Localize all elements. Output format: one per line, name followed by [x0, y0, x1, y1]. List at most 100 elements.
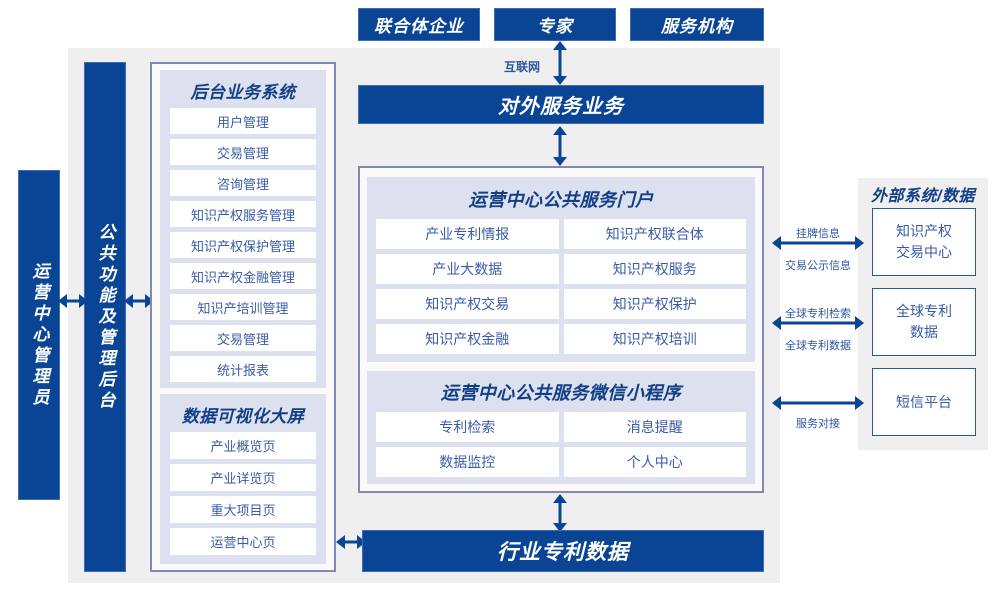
- list-item[interactable]: 产业详览页: [170, 464, 316, 491]
- grid-item[interactable]: 专利检索: [376, 412, 559, 442]
- grid-item-label: 知识产权培训: [612, 331, 697, 347]
- backend-system-title: 后台业务系统: [190, 83, 296, 102]
- left-column-label: 运营中心管理员: [29, 261, 49, 409]
- visualization-board-title: 数据可视化大屏: [181, 407, 305, 426]
- actor-label: 服务机构: [661, 17, 733, 36]
- grid-item[interactable]: 知识产权金融: [376, 324, 559, 354]
- grid-item-label: 专利检索: [439, 419, 496, 435]
- list-item[interactable]: 交易管理: [170, 139, 316, 165]
- list-item-label: 知识产权金融管理: [190, 269, 295, 285]
- internet-arrow: [551, 41, 569, 85]
- list-item-label: 用户管理: [216, 114, 269, 130]
- list-item-label: 运营中心页: [210, 535, 276, 550]
- list-item-label: 交易管理: [216, 331, 269, 347]
- list-item[interactable]: 知识产权保护管理: [170, 232, 316, 258]
- list-item[interactable]: 咨询管理: [170, 170, 316, 196]
- actor-box-0[interactable]: 联合体企业: [358, 8, 480, 41]
- list-item[interactable]: 产业概览页: [170, 432, 316, 459]
- external-system-box-2[interactable]: 短信平台: [872, 368, 976, 436]
- grid-item[interactable]: 知识产权保护: [563, 289, 746, 319]
- grid-item[interactable]: 知识产权培训: [563, 324, 746, 354]
- left-column-label: 公共功能及管理后台: [95, 222, 115, 412]
- grid-item[interactable]: 产业专利情报: [376, 219, 559, 249]
- industry-patent-data-label: 行业专利数据: [497, 541, 629, 564]
- actor-label: 专家: [537, 17, 573, 36]
- backend-to-modules-arrow: [124, 292, 154, 310]
- portal-to-data-arrow: [551, 494, 569, 532]
- industry-patent-data-bar[interactable]: 行业专利数据: [362, 530, 764, 572]
- connector-label-above: 挂牌信息: [796, 228, 840, 240]
- external-system-label-line1: 知识产权: [896, 223, 952, 239]
- mini-program-title: 运营中心公共服务微信小程序: [440, 383, 682, 403]
- list-item[interactable]: 重大项目页: [170, 496, 316, 523]
- list-item[interactable]: 知识产培训管理: [170, 294, 316, 320]
- modules-to-data-arrow: [336, 533, 366, 551]
- external-system-label-line1: 短信平台: [896, 393, 952, 410]
- connector-label-below: 服务对接: [796, 418, 840, 430]
- list-item-label: 产业详览页: [210, 471, 276, 486]
- list-item-label: 交易管理: [216, 145, 269, 161]
- grid-item-label: 产业大数据: [432, 261, 503, 277]
- external-system-box-0[interactable]: 知识产权 交易中心: [872, 208, 976, 276]
- grid-item[interactable]: 知识产权服务: [563, 254, 746, 284]
- external-connector-arrow-0: [772, 234, 864, 252]
- external-system-label-line1: 全球专利: [896, 303, 952, 319]
- service-to-portal-arrow: [551, 126, 569, 166]
- actor-box-2[interactable]: 服务机构: [630, 8, 764, 41]
- connector-label-below: 交易公示信息: [785, 260, 851, 272]
- external-systems-title: 外部系统/数据: [871, 188, 975, 205]
- mini-program-group: 运营中心公共服务微信小程序 专利检索 消息提醒 数据监控 个人中心: [367, 371, 755, 484]
- actor-label: 联合体企业: [374, 17, 464, 36]
- actor-box-1[interactable]: 专家: [494, 8, 616, 41]
- operator-to-backend-arrow: [58, 292, 88, 310]
- list-item-label: 咨询管理: [216, 176, 269, 192]
- visualization-board-list: 产业概览页 产业详览页 重大项目页 运营中心页: [160, 427, 326, 555]
- grid-item[interactable]: 知识产权联合体: [563, 219, 746, 249]
- external-system-box-1[interactable]: 全球专利 数据: [872, 288, 976, 356]
- grid-item-label: 知识产权联合体: [605, 226, 704, 242]
- left-column-admin-backend[interactable]: 公共功能及管理后台: [84, 62, 126, 572]
- grid-item-label: 知识产权交易: [425, 296, 510, 312]
- connector-label-below: 全球专利数据: [785, 340, 851, 352]
- external-system-label-line2: 数据: [910, 324, 938, 340]
- left-column-operator[interactable]: 运营中心管理员: [18, 170, 60, 500]
- list-item[interactable]: 交易管理: [170, 325, 316, 351]
- grid-item-label: 知识产权金融: [425, 331, 510, 347]
- list-item[interactable]: 知识产权服务管理: [170, 201, 316, 227]
- list-item[interactable]: 统计报表: [170, 356, 316, 382]
- public-portal-title: 运营中心公共服务门户: [468, 190, 654, 210]
- external-service-label: 对外服务业务: [498, 96, 624, 118]
- grid-item-label: 数据监控: [439, 454, 496, 470]
- grid-item[interactable]: 产业大数据: [376, 254, 559, 284]
- list-item-label: 统计报表: [216, 362, 269, 378]
- internet-label: 互联网: [503, 60, 540, 74]
- list-item[interactable]: 知识产权金融管理: [170, 263, 316, 289]
- public-portal-grid: 产业专利情报 知识产权联合体 产业大数据 知识产权服务 知识产权交易 知识产权保…: [367, 212, 755, 354]
- grid-item-label: 知识产权保护: [612, 296, 697, 312]
- grid-item-label: 消息提醒: [626, 419, 683, 435]
- external-system-label-line2: 交易中心: [896, 244, 952, 260]
- grid-item[interactable]: 个人中心: [563, 447, 746, 477]
- external-connector-arrow-1: [772, 314, 864, 332]
- list-item-label: 知识产培训管理: [197, 300, 289, 316]
- grid-item-label: 知识产权服务: [612, 261, 697, 277]
- external-connector-arrow-2: [772, 394, 864, 412]
- grid-item-label: 产业专利情报: [425, 226, 510, 242]
- list-item[interactable]: 用户管理: [170, 108, 316, 134]
- visualization-board-group: 数据可视化大屏 产业概览页 产业详览页 重大项目页 运营中心页: [160, 394, 326, 564]
- list-item-label: 重大项目页: [210, 503, 276, 518]
- backend-system-group: 后台业务系统 用户管理 交易管理 咨询管理 知识产权服务管理 知识产权保护管理 …: [160, 70, 326, 388]
- public-portal-group: 运营中心公共服务门户 产业专利情报 知识产权联合体 产业大数据 知识产权服务 知…: [367, 177, 755, 362]
- list-item[interactable]: 运营中心页: [170, 528, 316, 555]
- mini-program-grid: 专利检索 消息提醒 数据监控 个人中心: [367, 405, 755, 477]
- grid-item-label: 个人中心: [626, 454, 683, 470]
- external-service-bar[interactable]: 对外服务业务: [358, 85, 764, 124]
- list-item-label: 知识产权保护管理: [190, 238, 295, 254]
- grid-item[interactable]: 知识产权交易: [376, 289, 559, 319]
- grid-item[interactable]: 数据监控: [376, 447, 559, 477]
- list-item-label: 产业概览页: [210, 439, 276, 454]
- list-item-label: 知识产权服务管理: [190, 207, 295, 223]
- grid-item[interactable]: 消息提醒: [563, 412, 746, 442]
- backend-system-list: 用户管理 交易管理 咨询管理 知识产权服务管理 知识产权保护管理 知识产权金融管…: [160, 103, 326, 382]
